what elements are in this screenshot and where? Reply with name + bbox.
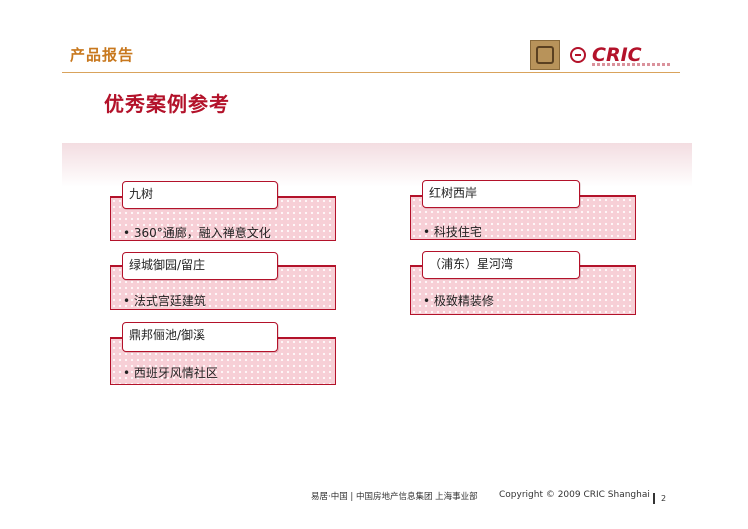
footer-org: 易居·中国 | 中国房地产信息集团 上海事业部 [311, 492, 478, 502]
case-feature: • 科技住宅 [423, 225, 482, 239]
logo-seal [530, 40, 560, 70]
case-name-tab: 绿城御园/留庄 [122, 252, 278, 280]
case-name-tab: 九树 [122, 181, 278, 209]
header-title: 产品报告 [70, 46, 135, 64]
footer-page-number: 2 [661, 494, 667, 503]
case-feature: • 西班牙风情社区 [123, 366, 218, 380]
case-name-tab: 鼎邦俪池/御溪 [122, 322, 278, 352]
cric-mark-icon [570, 47, 586, 63]
case-card-body: • 360°通廊，融入禅意文化 [110, 196, 336, 241]
header-rule [62, 72, 680, 73]
footer-copyright: Copyright © 2009 CRIC Shanghai [499, 490, 650, 500]
case-feature: • 法式宫廷建筑 [123, 294, 206, 308]
case-name-tab: 红树西岸 [422, 180, 580, 208]
case-feature: • 360°通廊，融入禅意文化 [123, 226, 271, 240]
cric-logo-word: CRIC [592, 44, 642, 66]
gradient-band [62, 143, 692, 187]
cric-logo: CRIC [566, 44, 678, 70]
case-feature: • 极致精装修 [423, 294, 494, 308]
cric-logo-tagline [592, 63, 672, 66]
page-title: 优秀案例参考 [104, 92, 230, 116]
footer-divider [653, 493, 655, 504]
case-name-tab: （浦东）星河湾 [422, 251, 580, 279]
